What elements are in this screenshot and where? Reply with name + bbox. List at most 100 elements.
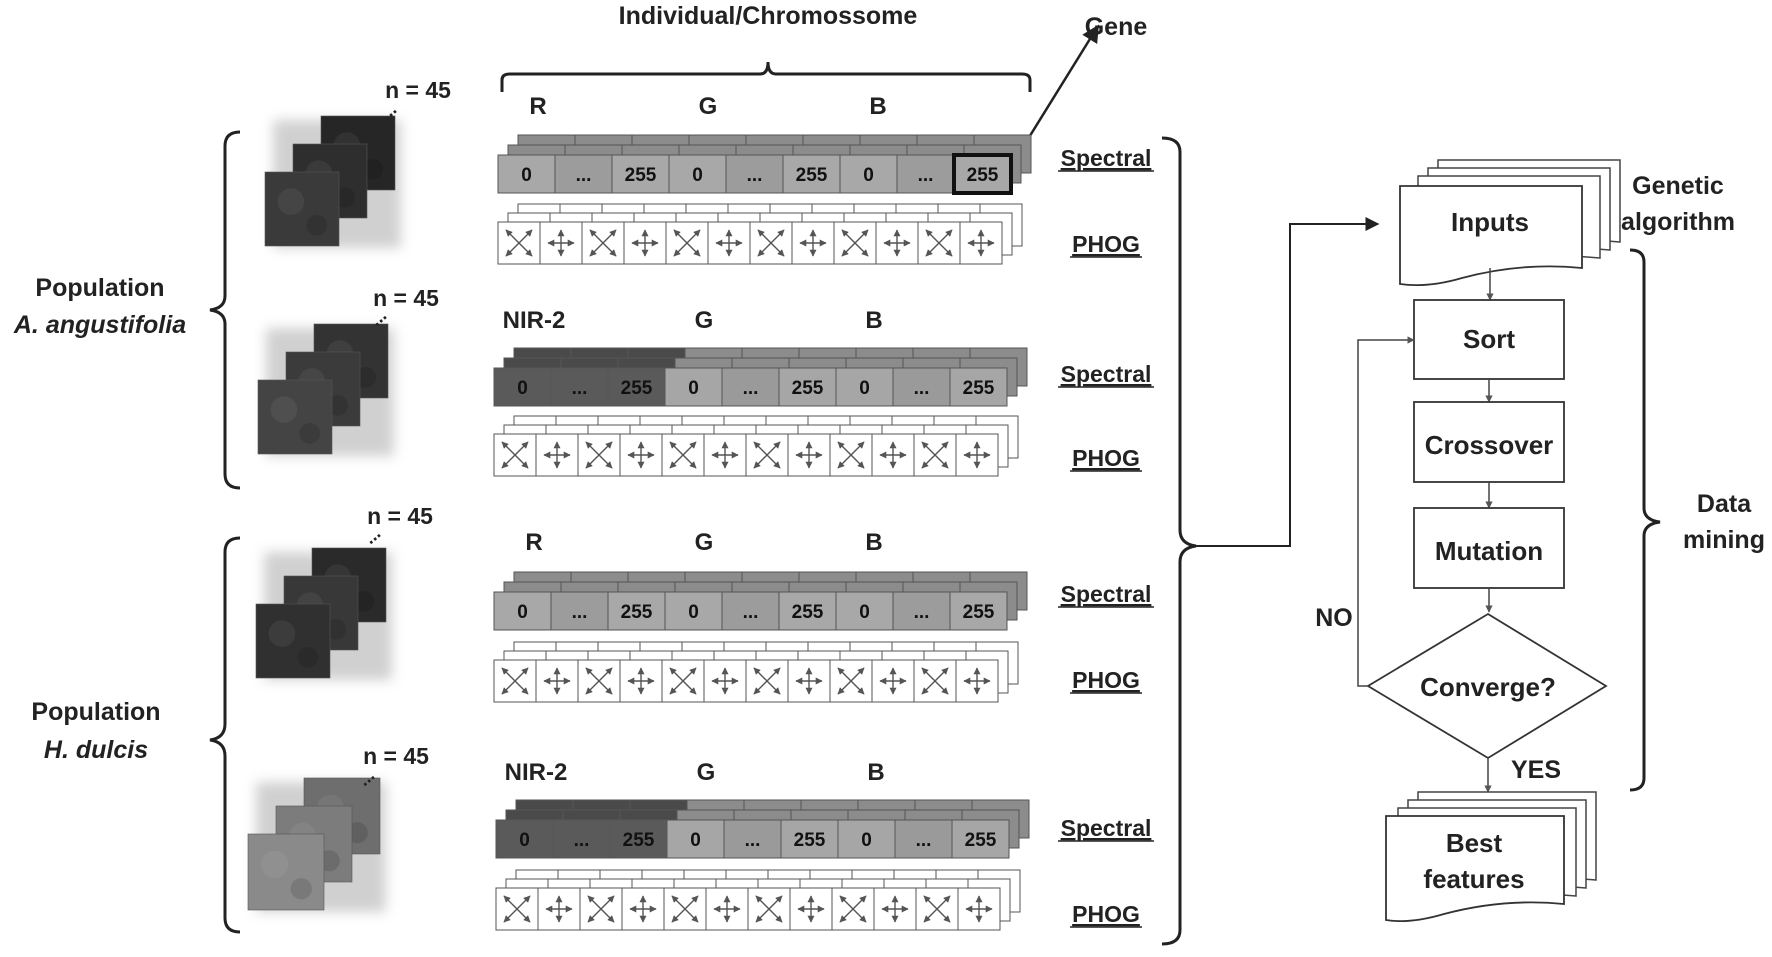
phog-strip	[495, 869, 1021, 931]
gene-cell	[949, 367, 1008, 407]
spectral-label: Spectral	[1061, 361, 1152, 387]
gene-cell	[550, 367, 609, 407]
population-brace-1	[209, 130, 241, 490]
gene-cell	[725, 154, 784, 194]
band-label: B	[865, 307, 882, 334]
sort-label: Sort	[1463, 324, 1515, 354]
phog-arrow	[503, 895, 531, 923]
yes-label: YES	[1511, 756, 1561, 784]
band-label: B	[865, 529, 882, 556]
phog-cell	[875, 221, 919, 265]
data-mining-brace	[1629, 248, 1661, 792]
phog-arrow	[585, 667, 613, 695]
gene-value: 0	[517, 378, 528, 399]
data-mining-line1: Data	[1697, 490, 1752, 518]
sample-texture	[355, 366, 377, 388]
band-label: B	[867, 759, 884, 786]
gene-value: ...	[576, 165, 592, 186]
phog-cell	[577, 433, 621, 477]
phog-label: PHOG	[1072, 445, 1140, 471]
phog-arrow	[839, 895, 867, 923]
sample-stacks: n = 45...n = 45...n = 45...n = 45...	[247, 77, 451, 912]
sample-texture	[297, 646, 319, 668]
phog-arrow	[669, 441, 697, 469]
phog-arrow	[921, 667, 949, 695]
gene-value: ...	[743, 378, 759, 399]
gene-cell	[497, 154, 556, 194]
phog-arrow	[753, 667, 781, 695]
phog-strip	[493, 641, 1019, 703]
gene-value: 255	[792, 602, 824, 623]
phog-strip	[497, 203, 1023, 265]
sample-texture	[290, 878, 312, 900]
gene-value: 0	[859, 378, 870, 399]
gene-cell	[839, 154, 898, 194]
phog-arrow	[585, 441, 613, 469]
gene-cell	[611, 154, 670, 194]
gene-cell	[609, 819, 668, 859]
mutation-box	[1413, 507, 1565, 589]
gene-value: ...	[574, 830, 590, 851]
converge-label: Converge?	[1420, 672, 1556, 702]
phog-strip	[493, 415, 1019, 477]
gene-value: 255	[967, 165, 999, 186]
sample-image-tile	[255, 603, 331, 679]
data-mining-line2: mining	[1683, 526, 1765, 554]
band-label: B	[869, 93, 886, 120]
best-features-line2: features	[1423, 864, 1524, 894]
gene-cell	[892, 591, 951, 631]
gene-value: 0	[517, 602, 528, 623]
gene-value: 255	[963, 378, 995, 399]
sample-stack-3: n = 45...	[255, 503, 433, 680]
gene-cell	[951, 819, 1010, 859]
band-label: G	[695, 307, 714, 334]
sample-stack-1: n = 45...	[264, 77, 451, 248]
no-loop-arrow	[1357, 336, 1415, 687]
sample-texture	[362, 158, 384, 180]
sample-count-label: n = 45	[367, 503, 433, 529]
gene-value: 255	[965, 830, 997, 851]
gene-value: 0	[688, 602, 699, 623]
features-brace	[1161, 136, 1197, 946]
phog-arrow	[757, 229, 785, 257]
phog-arrow	[841, 229, 869, 257]
gene-value: 0	[521, 165, 532, 186]
inputs-label: Inputs	[1451, 207, 1529, 237]
phog-arrow	[671, 895, 699, 923]
sample-texture	[299, 422, 321, 444]
best-features-document: Best features	[1385, 791, 1597, 923]
sample-texture	[325, 618, 347, 640]
gene-value: 0	[688, 378, 699, 399]
gene-value: ...	[745, 830, 761, 851]
gene-cell	[782, 154, 841, 194]
highlighted-gene	[952, 153, 1013, 195]
phog-arrow	[587, 895, 615, 923]
sample-image-tile	[247, 833, 325, 911]
gene-value: ...	[747, 165, 763, 186]
phog-arrow	[669, 667, 697, 695]
gene-value: 255	[623, 830, 655, 851]
phog-cell	[493, 433, 537, 477]
band-label: G	[697, 759, 716, 786]
gene-cell	[554, 154, 613, 194]
gene-cell	[550, 591, 609, 631]
sort-box	[1413, 299, 1565, 380]
phog-arrow	[755, 895, 783, 923]
sample-count-label: n = 45	[385, 77, 451, 103]
sample-texture	[277, 188, 305, 215]
gene-value: 255	[963, 602, 995, 623]
population-label-1: Population	[35, 274, 164, 302]
best-features-line1: Best	[1446, 828, 1503, 858]
gene-cell	[607, 591, 666, 631]
gene-value: ...	[914, 602, 930, 623]
sample-texture	[327, 394, 349, 416]
gene-value: 0	[519, 830, 530, 851]
gene-value: 255	[792, 378, 824, 399]
gene-value: ...	[743, 602, 759, 623]
